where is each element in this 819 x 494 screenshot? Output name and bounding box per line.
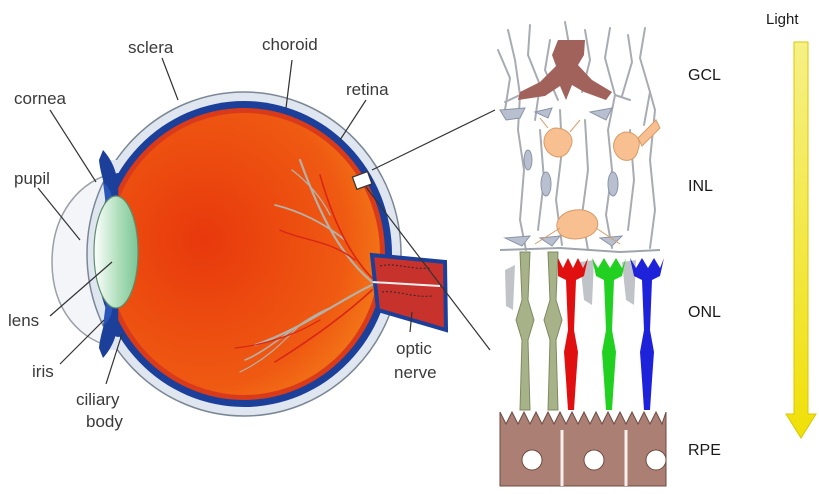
light-label: Light (766, 11, 799, 28)
layer-label-inl: INL (688, 178, 713, 195)
layer-label-onl: ONL (688, 304, 721, 321)
label-iris: iris (32, 362, 54, 381)
label-ciliary-body-line2: body (86, 412, 123, 431)
label-cornea: cornea (14, 89, 67, 108)
lens (94, 196, 138, 308)
label-pupil: pupil (14, 169, 50, 188)
light-direction-arrow (786, 42, 816, 438)
rpe-nucleus (584, 450, 604, 470)
rod-cells (516, 252, 562, 410)
amacrine-cells (535, 118, 660, 244)
label-sclera: sclera (128, 38, 174, 57)
label-choroid: choroid (262, 35, 318, 54)
cone-green (592, 258, 626, 410)
label-optic-nerve-line2: nerve (394, 363, 437, 382)
rpe-nucleus (522, 450, 542, 470)
rpe-nucleus (646, 450, 666, 470)
vitreous-body (108, 113, 380, 395)
layer-label-rpe: RPE (688, 442, 721, 459)
label-retina: retina (346, 80, 389, 99)
cone-blue (630, 258, 664, 410)
label-lens: lens (8, 311, 39, 330)
ganglion-cell (518, 40, 612, 100)
label-ciliary-body-line1: ciliary (76, 390, 120, 409)
retina-cross-section (498, 22, 666, 486)
label-optic-nerve-line1: optic (396, 339, 432, 358)
rpe-cells (500, 412, 666, 486)
layer-label-gcl: GCL (688, 67, 721, 84)
